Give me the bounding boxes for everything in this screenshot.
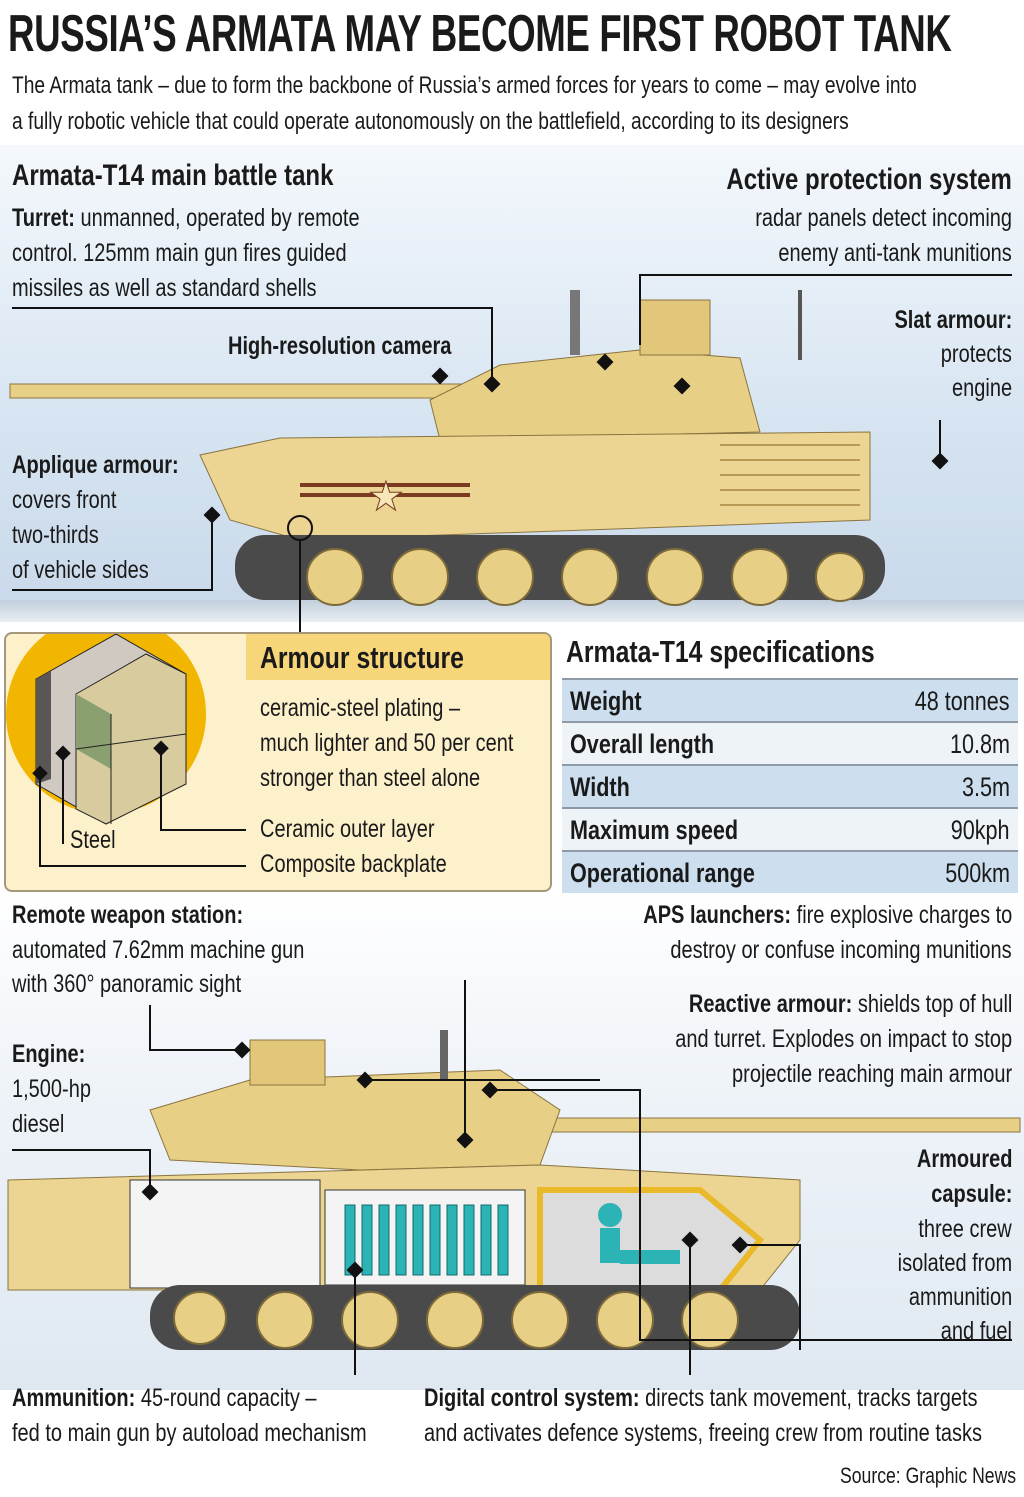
callout-text: engine [951,374,1012,402]
spec-value: 48 tonnes [915,686,1010,716]
armour-text: ceramic-steel plating – [260,694,461,722]
crew-figures [598,1203,680,1264]
road-wheels [306,548,865,606]
main-gun-barrel [539,1117,1021,1133]
callout-text: three crew [918,1215,1012,1243]
callout-text: projectile reaching main armour [731,1060,1012,1088]
callout-text: ammunition [908,1283,1012,1311]
spec-value: 3.5m [961,772,1010,802]
callout-label: Reactive armour: [688,990,852,1018]
rws-label: Remote weapon station: [12,901,244,929]
ceramic-label: Ceramic outer layer [260,815,435,843]
callout-label: APS launchers: [642,901,791,929]
specs-title: Armata-T14 specifications [566,634,875,669]
callout-text: fed to main gun by autoload mechanism [12,1419,367,1447]
turret-callout: Turret: unmanned, operated by remote [12,204,360,232]
hull [199,431,871,541]
callout-label: Digital control system: [424,1384,640,1412]
callout-text: control. 125mm main gun fires guided [12,239,347,267]
spec-key: Overall length [570,729,715,759]
weapon-station [249,1039,326,1086]
armour-structure-header [246,634,550,680]
callout-text: with 360° panoramic sight [12,970,242,998]
source-credit: Source: Graphic News [839,1463,1016,1488]
spec-key: Maximum speed [570,815,739,845]
callout-text: 1,500-hp [12,1075,91,1103]
callout-text: of vehicle sides [12,556,149,584]
callout-text: covers front [12,486,117,514]
main-gun-barrel [9,383,481,399]
callout-text: diesel [12,1110,65,1138]
spec-row: Operational range 500km [562,850,1018,893]
specs-table: Weight 48 tonnes Overall length 10.8m Widt… [562,678,1018,893]
callout-text: destroy or confuse incoming munitions [670,936,1012,964]
diamond-markers [203,353,949,524]
spec-key: Operational range [570,858,755,888]
page-title: RUSSIA’S ARMATA MAY BECOME FIRST ROBOT T… [8,5,952,63]
armour-cube-illustration [6,634,246,867]
bottom-tank [7,1030,1021,1350]
callout-label: Turret: [12,204,75,232]
aps-heading: Active protection system [726,163,1012,196]
turret [149,1069,561,1171]
callout-text: shields top of hull [851,990,1012,1018]
callout-text: unmanned, operated by remote [74,204,360,232]
callout-text: and activates defence systems, freeing c… [424,1419,983,1447]
spec-row: Width 3.5m [562,764,1018,807]
top-callout-lines [12,274,1012,640]
callout-text: and turret. Explodes on impact to stop [675,1025,1012,1053]
callout-text: fire explosive charges to [790,901,1012,929]
capsule-label: capsule: [930,1180,1012,1208]
callout-text: directs tank movement, tracks targets [639,1384,978,1412]
spec-key: Weight [570,686,642,716]
intro-line: The Armata tank – due to form the backbo… [12,72,917,99]
armour-text: stronger than steel alone [260,764,481,792]
callout-text: radar panels detect incoming [755,204,1012,232]
callout-text: isolated from [897,1249,1013,1277]
callout-text: enemy anti-tank munitions [778,239,1012,267]
applique-label: Applique armour: [12,451,179,479]
ammo-callout: Ammunition: 45-round capacity – [12,1384,317,1412]
reactive-callout: Reactive armour: shields top of hull [689,990,1013,1018]
callout-text: 45-round capacity – [135,1384,317,1412]
callout-text: automated 7.62mm machine gun [12,936,305,964]
spec-key: Width [570,772,630,802]
armour-structure-panel: Armour structure ceramic-steel plating –… [4,632,552,892]
callout-text: two-thirds [12,521,99,549]
spec-value: 500km [945,858,1010,888]
callout-text: and fuel [940,1317,1012,1345]
road-wheels [173,1291,739,1349]
aps-launchers-callout: APS launchers: fire explosive charges to [643,901,1012,929]
slat-label: Slat armour: [894,306,1012,334]
engine-compartment [129,1179,321,1289]
spec-row: Maximum speed 90kph [562,807,1018,850]
digital-callout: Digital control system: directs tank mov… [424,1384,978,1412]
armour-structure-title: Armour structure [260,640,464,675]
capsule-label: Armoured [916,1145,1012,1173]
composite-label: Composite backplate [260,850,447,878]
top-heading: Armata-T14 main battle tank [12,159,334,192]
ammo-rounds [344,1204,509,1276]
ground-strip [0,600,1024,622]
callout-text: protects [940,340,1012,368]
antenna [570,290,580,355]
camera-label: High-resolution camera [228,332,452,360]
callout-label: Ammunition: [12,1384,136,1412]
armour-text: much lighter and 50 per cent [260,729,514,757]
spec-value: 10.8m [949,729,1010,759]
armoured-capsule [537,1187,765,1293]
turret [429,349,761,441]
bottom-callout-lines [12,980,1012,1375]
intro-line: a fully robotic vehicle that could opera… [12,108,849,135]
callout-text: missiles as well as standard shells [12,274,317,302]
spec-value: 90kph [951,815,1010,845]
steel-label: Steel [70,826,116,854]
top-tank: ★ [9,290,885,606]
spec-row: Weight 48 tonnes [562,678,1018,721]
star-emblem: ★ [368,475,404,519]
weapon-station [639,299,711,356]
spec-row: Overall length 10.8m [562,721,1018,764]
engine-label: Engine: [12,1040,86,1068]
